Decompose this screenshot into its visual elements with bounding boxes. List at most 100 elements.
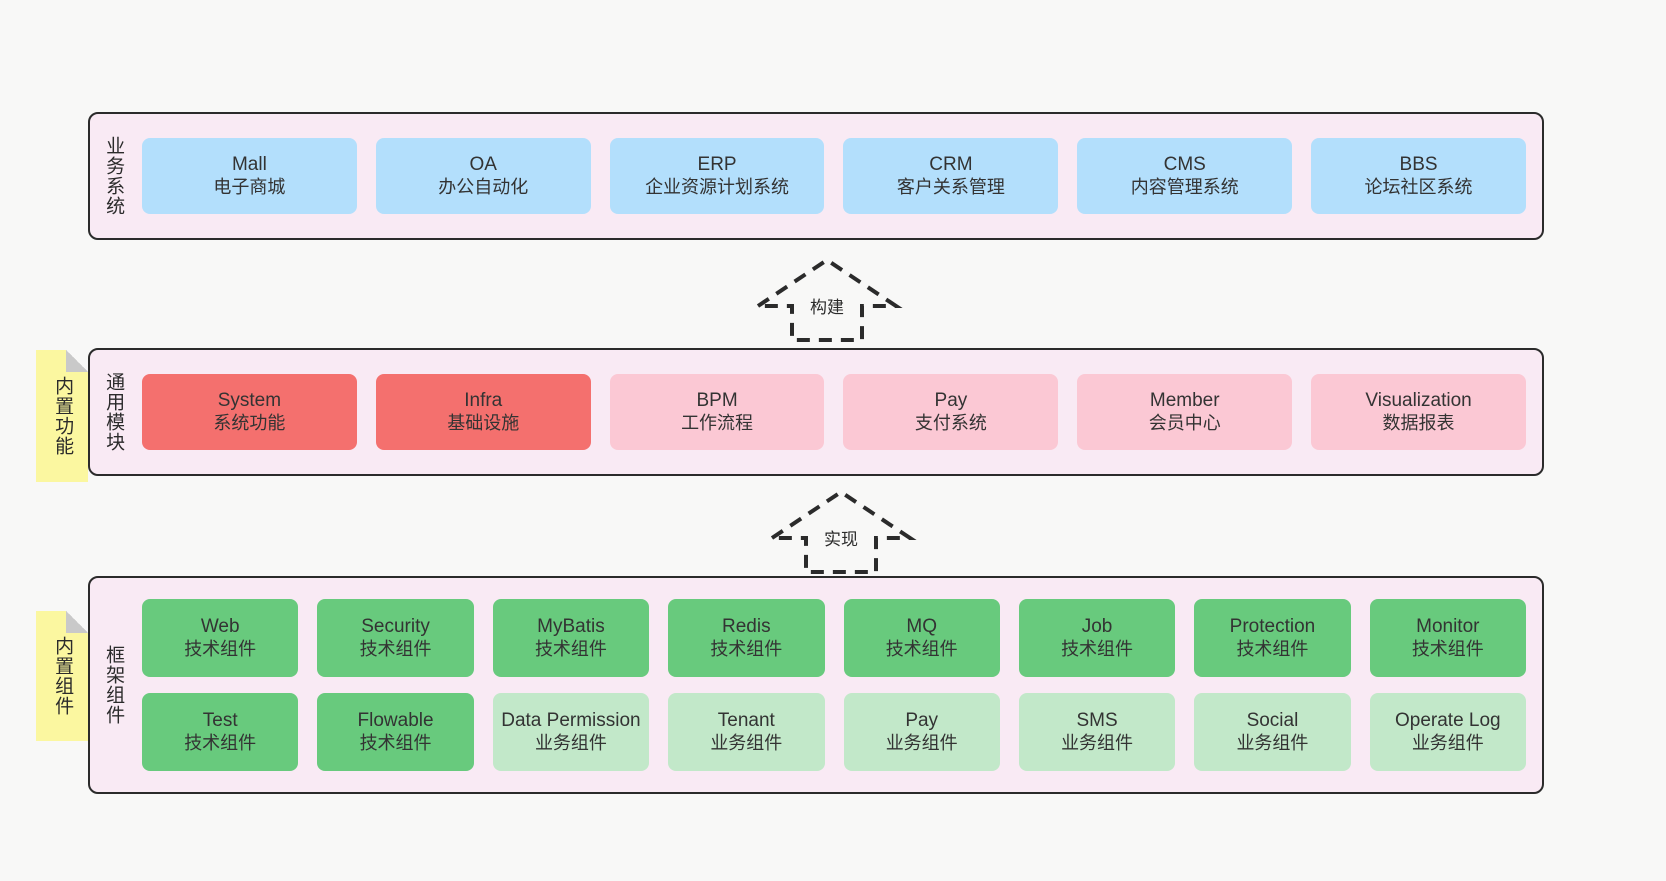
card-subtitle: 企业资源计划系统 [645,176,790,197]
card-title: Web [200,616,240,638]
framework-card-security[interactable]: Security 技术组件 [317,599,474,677]
common-layer-title: 通用模块 [103,372,125,452]
common-card-infra[interactable]: Infra 基础设施 [375,374,591,450]
business-card-oa[interactable]: OA 办公自动化 [375,138,591,214]
business-card-bbs[interactable]: BBS 论坛社区系统 [1311,138,1526,214]
card-title: Security [361,616,430,638]
card-subtitle: 业务组件 [1236,732,1309,753]
common-layer-body: System 系统功能 Infra 基础设施 BPM 工作流程 Pay 支付系统… [136,350,1542,474]
card-title: Flowable [357,710,434,732]
card-title: Member [1149,390,1220,412]
card-subtitle: 数据报表 [1382,412,1455,433]
business-card-cms[interactable]: CMS 内容管理系统 [1077,138,1293,214]
card-subtitle: 业务组件 [534,732,607,753]
card-subtitle: 业务组件 [710,732,783,753]
common-card-visualization[interactable]: Visualization 数据报表 [1311,374,1526,450]
card-title: Redis [722,616,771,638]
business-layer-title: 业务系统 [103,136,125,216]
card-subtitle: 客户关系管理 [896,176,1005,197]
framework-card-monitor[interactable]: Monitor 技术组件 [1369,599,1526,677]
card-title: Tenant [717,710,775,732]
card-title: Data Permission [501,710,641,732]
card-title: MQ [906,616,937,638]
card-subtitle: 技术组件 [710,638,783,659]
card-subtitle: 技术组件 [184,638,257,659]
card-title: ERP [697,154,737,176]
card-subtitle: 技术组件 [1411,638,1484,659]
common-modules-layer: 通用模块 System 系统功能 Infra 基础设施 BPM 工作流程 Pay… [88,348,1544,476]
sticky-note-builtin-functions: 内置功能 [36,350,88,482]
framework-card-sms[interactable]: SMS 业务组件 [1018,693,1176,771]
card-subtitle: 会员中心 [1148,412,1221,433]
card-title: BBS [1399,154,1438,176]
card-subtitle: 技术组件 [534,638,607,659]
build-arrow-label: 构建 [810,298,844,317]
card-title: Test [202,710,238,732]
common-card-pay[interactable]: Pay 支付系统 [843,374,1059,450]
framework-card-pay[interactable]: Pay 业务组件 [843,693,1000,771]
card-subtitle: 论坛社区系统 [1364,176,1473,197]
framework-card-tenant[interactable]: Tenant 业务组件 [668,693,825,771]
card-subtitle: 电子商城 [213,176,286,197]
build-arrow: 构建 [751,257,903,342]
card-title: Mall [231,154,267,176]
framework-business-row: Test 技术组件 Flowable 技术组件 Data Permission … [142,693,1526,771]
framework-card-flowable[interactable]: Flowable 技术组件 [317,693,474,771]
card-title: OA [469,154,497,176]
note-label: 内置功能 [52,376,74,456]
card-subtitle: 技术组件 [359,638,432,659]
card-subtitle: 工作流程 [681,412,754,433]
card-title: CRM [929,154,973,176]
framework-card-operate-log[interactable]: Operate Log 业务组件 [1369,693,1526,771]
framework-layer-title: 框架组件 [103,645,125,725]
framework-layer-body: Web 技术组件 Security 技术组件 MyBatis 技术组件 Redi… [136,578,1542,792]
card-title: Visualization [1365,390,1472,412]
card-subtitle: 业务组件 [1061,732,1134,753]
card-title: Pay [934,390,968,412]
card-subtitle: 技术组件 [1061,638,1134,659]
business-layer-body: Mall 电子商城 OA 办公自动化 ERP 企业资源计划系统 CRM 客户关系… [136,114,1542,238]
framework-tech-row: Web 技术组件 Security 技术组件 MyBatis 技术组件 Redi… [142,599,1526,677]
card-subtitle: 支付系统 [914,412,987,433]
business-card-erp[interactable]: ERP 企业资源计划系统 [609,138,825,214]
card-subtitle: 业务组件 [885,732,958,753]
framework-card-web[interactable]: Web 技术组件 [142,599,299,677]
framework-card-data-permission[interactable]: Data Permission 业务组件 [492,693,650,771]
framework-card-redis[interactable]: Redis 技术组件 [668,599,825,677]
card-subtitle: 内容管理系统 [1130,176,1239,197]
card-subtitle: 技术组件 [1236,638,1309,659]
business-card-crm[interactable]: CRM 客户关系管理 [843,138,1059,214]
framework-card-mybatis[interactable]: MyBatis 技术组件 [492,599,650,677]
card-title: Job [1081,616,1113,638]
card-title: Monitor [1416,616,1480,638]
framework-card-social[interactable]: Social 业务组件 [1194,693,1351,771]
framework-components-layer: 框架组件 Web 技术组件 Security 技术组件 MyBatis 技术组件… [88,576,1544,794]
framework-card-job[interactable]: Job 技术组件 [1018,599,1176,677]
card-subtitle: 技术组件 [359,732,432,753]
card-title: Operate Log [1394,710,1501,732]
sticky-note-builtin-components: 内置组件 [36,611,88,741]
business-card-row: Mall 电子商城 OA 办公自动化 ERP 企业资源计划系统 CRM 客户关系… [142,138,1526,214]
up-arrow-icon [751,257,903,342]
common-card-member[interactable]: Member 会员中心 [1077,374,1293,450]
card-title: MyBatis [537,616,605,638]
common-card-system[interactable]: System 系统功能 [142,374,357,450]
implement-arrow-label: 实现 [824,530,858,549]
card-title: System [217,390,282,412]
card-title: BPM [696,390,738,412]
card-subtitle: 办公自动化 [438,176,529,197]
business-card-mall[interactable]: Mall 电子商城 [142,138,357,214]
note-label: 内置组件 [52,636,74,716]
framework-card-mq[interactable]: MQ 技术组件 [843,599,1000,677]
business-systems-layer: 业务系统 Mall 电子商城 OA 办公自动化 ERP 企业资源计划系统 CRM… [88,112,1544,240]
implement-arrow: 实现 [765,489,917,574]
framework-card-test[interactable]: Test 技术组件 [142,693,299,771]
card-subtitle: 业务组件 [1411,732,1484,753]
common-card-bpm[interactable]: BPM 工作流程 [609,374,825,450]
framework-card-protection[interactable]: Protection 技术组件 [1194,599,1351,677]
up-arrow-icon [765,489,917,574]
common-card-row: System 系统功能 Infra 基础设施 BPM 工作流程 Pay 支付系统… [142,374,1526,450]
card-title: SMS [1076,710,1118,732]
card-subtitle: 技术组件 [184,732,257,753]
